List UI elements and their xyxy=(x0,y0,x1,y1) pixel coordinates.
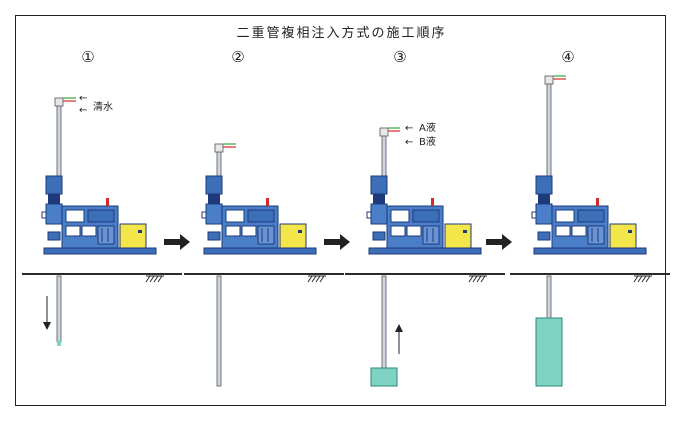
step-2: ② xyxy=(183,48,345,387)
drill-rod-upper xyxy=(56,103,62,177)
step-3-label-b: B液 xyxy=(419,135,436,148)
ground-line-1 xyxy=(21,273,183,283)
step-1-arrow-2: ← xyxy=(79,105,87,116)
swivel-head xyxy=(54,97,64,107)
drill-rod-deep xyxy=(216,275,222,387)
drilling-machine-2 xyxy=(201,175,317,255)
ground-line-2 xyxy=(183,273,345,283)
step-4-number: ④ xyxy=(561,48,574,66)
step-3-number: ③ xyxy=(393,48,406,66)
step-2-number: ② xyxy=(231,48,244,66)
step-3-arrow-b: ← xyxy=(405,137,413,148)
ground-line-4 xyxy=(509,273,671,283)
step-arrow-1 xyxy=(164,234,190,250)
step-1-number: ① xyxy=(81,48,94,66)
drill-rod-lower xyxy=(56,275,62,343)
drilling-machine-1 xyxy=(41,175,157,255)
ground-line-3 xyxy=(344,273,506,283)
step-arrow-2 xyxy=(324,234,350,250)
step-3-label-a: A液 xyxy=(419,121,436,134)
step-1-arrow-1: ← xyxy=(79,93,87,104)
drilling-machine-4 xyxy=(531,175,647,255)
water-jet xyxy=(57,340,61,346)
diagram-title: 二重管複相注入方式の施工順序 xyxy=(236,26,447,41)
grout-bulb-small xyxy=(370,367,398,387)
step-1: ① ← ← 清水 xyxy=(21,48,183,346)
step-3: ③ ← A液 ← B液 xyxy=(344,48,506,387)
drilling-machine-3 xyxy=(366,175,482,255)
step-1-label-water: 清水 xyxy=(93,100,113,113)
step-3-arrow-a: ← xyxy=(405,123,413,134)
step-arrow-3 xyxy=(486,234,512,250)
grout-bulb-large xyxy=(535,317,563,387)
step-4: ④ xyxy=(509,48,671,387)
